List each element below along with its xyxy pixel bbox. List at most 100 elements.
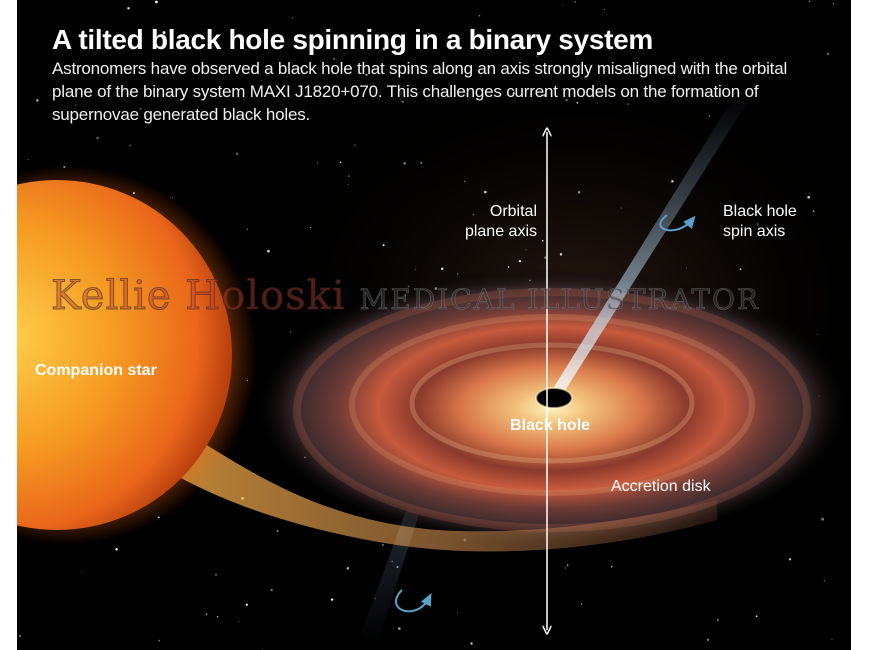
background-star bbox=[270, 588, 273, 592]
background-star bbox=[567, 564, 569, 566]
background-star bbox=[484, 190, 487, 194]
background-star bbox=[397, 627, 401, 630]
background-star bbox=[162, 31, 166, 34]
background-star bbox=[542, 240, 544, 242]
background-star bbox=[543, 93, 546, 97]
background-star bbox=[611, 566, 613, 568]
background-star bbox=[309, 227, 311, 228]
background-star bbox=[75, 104, 77, 106]
background-star bbox=[470, 642, 473, 645]
companion-star-label: Companion star bbox=[35, 362, 157, 379]
background-star bbox=[260, 79, 262, 81]
background-star bbox=[80, 572, 82, 574]
watermark-name: Kellie Holoski bbox=[51, 273, 346, 320]
background-star bbox=[808, 0, 811, 2]
background-star bbox=[299, 66, 302, 70]
background-star bbox=[507, 266, 510, 268]
page-title: A tilted black hole spinning in a binary… bbox=[52, 24, 653, 55]
background-star bbox=[525, 249, 527, 251]
background-star bbox=[155, 0, 158, 4]
background-star bbox=[267, 249, 270, 253]
background-star bbox=[831, 638, 833, 641]
background-star bbox=[675, 88, 677, 90]
background-star bbox=[382, 244, 385, 247]
spin-rotation-arrow-lower bbox=[394, 589, 432, 613]
background-star bbox=[401, 100, 404, 103]
spin-rotation-arrow-upper bbox=[659, 214, 696, 232]
background-star bbox=[157, 23, 159, 25]
background-star bbox=[245, 603, 248, 606]
spin-axis-label-line2: spin axis bbox=[723, 223, 786, 240]
background-star bbox=[456, 612, 458, 614]
background-star bbox=[238, 621, 240, 623]
background-star bbox=[289, 331, 291, 333]
orbital-plane-axis-label: Orbital plane axis bbox=[457, 202, 537, 242]
background-star bbox=[415, 269, 417, 270]
background-star bbox=[333, 57, 336, 60]
background-star bbox=[604, 8, 606, 11]
background-star bbox=[246, 228, 249, 230]
background-star bbox=[621, 207, 622, 209]
background-star bbox=[755, 615, 758, 618]
background-star bbox=[826, 52, 830, 56]
background-star bbox=[716, 619, 719, 621]
background-star bbox=[205, 613, 208, 615]
background-star bbox=[823, 580, 826, 582]
background-star bbox=[580, 603, 583, 605]
background-star bbox=[821, 517, 825, 521]
mass-transfer-stream bbox=[167, 420, 717, 552]
background-star bbox=[19, 634, 22, 638]
watermark-role: MEDICAL ILLUSTRATOR bbox=[359, 283, 761, 317]
spin-axis-label: Black hole spin axis bbox=[723, 202, 797, 242]
illustration-canvas: A tilted black hole spinning in a binary… bbox=[17, 0, 851, 650]
background-star bbox=[365, 73, 368, 76]
background-star bbox=[382, 544, 384, 546]
background-star bbox=[832, 2, 835, 4]
background-star bbox=[216, 616, 219, 618]
background-star bbox=[235, 152, 239, 156]
upper-jet bbox=[549, 92, 752, 400]
background-star bbox=[574, 1, 576, 3]
background-star bbox=[215, 573, 217, 576]
background-star bbox=[339, 161, 342, 164]
accretion-disk-label: Accretion disk bbox=[611, 478, 711, 495]
background-star bbox=[627, 103, 629, 105]
watermark: Kellie Holoski MEDICAL ILLUSTRATOR bbox=[51, 273, 761, 320]
background-star bbox=[671, 180, 674, 183]
background-star bbox=[292, 17, 294, 19]
background-star bbox=[536, 55, 539, 57]
background-star bbox=[576, 101, 579, 104]
background-star bbox=[347, 175, 351, 178]
background-star bbox=[559, 253, 563, 256]
background-star bbox=[463, 180, 466, 183]
background-star bbox=[564, 48, 567, 51]
background-star bbox=[564, 567, 567, 569]
background-star bbox=[456, 273, 459, 275]
background-star bbox=[96, 136, 99, 140]
companion-star bbox=[17, 180, 232, 530]
background-star bbox=[330, 598, 334, 601]
background-star bbox=[708, 115, 711, 117]
black-hole-label: Black hole bbox=[510, 417, 591, 434]
background-star bbox=[262, 648, 264, 650]
background-star bbox=[348, 184, 349, 185]
background-star bbox=[565, 99, 568, 102]
background-star bbox=[739, 268, 742, 271]
spin-axis-label-line1: Black hole bbox=[723, 203, 797, 220]
black-hole bbox=[535, 387, 573, 409]
background-star bbox=[562, 4, 564, 6]
background-star bbox=[403, 162, 406, 165]
background-star bbox=[127, 7, 130, 10]
background-star bbox=[316, 162, 319, 164]
background-star bbox=[472, 214, 474, 216]
background-star bbox=[816, 333, 818, 335]
background-star bbox=[440, 267, 444, 271]
background-star bbox=[36, 99, 39, 102]
background-star bbox=[706, 638, 710, 642]
background-star bbox=[757, 223, 759, 225]
background-star bbox=[577, 191, 581, 194]
background-star bbox=[512, 92, 515, 95]
background-star bbox=[382, 47, 386, 51]
background-star bbox=[158, 639, 160, 642]
orbital-axis-label-line1: Orbital bbox=[489, 203, 537, 220]
